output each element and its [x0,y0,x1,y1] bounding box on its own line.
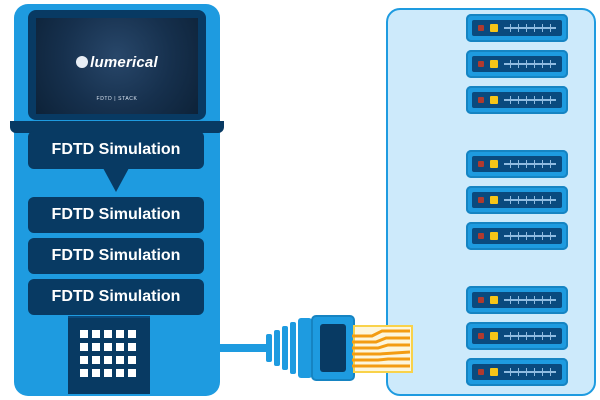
status-led-yellow [490,368,498,376]
laptop-display: lumerical FDTD | STACK [36,18,198,114]
building-window [104,343,112,351]
server-rack-icon [466,86,568,114]
arrow-down-icon [103,168,129,192]
building-window [128,330,136,338]
simulation-job-box: FDTD Simulation [28,238,204,274]
building-window [128,356,136,364]
status-led-yellow [490,332,498,340]
status-led-yellow [490,232,498,240]
brand-name: lumerical [90,54,158,71]
status-led-yellow [490,196,498,204]
logo-globe-icon [76,56,89,68]
status-led-red [478,233,484,239]
simulation-job-box: FDTD Simulation [28,197,204,233]
server-rack-icon [466,150,568,178]
status-led-yellow [490,96,498,104]
building-window [116,356,124,364]
rj45-pin [352,336,410,344]
status-led-yellow [490,160,498,168]
building-window [92,343,100,351]
server-rack-icon [466,222,568,250]
rj45-pin [352,329,410,338]
building-window [128,369,136,377]
rj45-housing-window [320,324,346,372]
building-window [80,369,88,377]
status-led-red [478,369,484,375]
server-rack-icon [466,322,568,350]
status-led-yellow [490,24,498,32]
cable-line [220,344,270,352]
building-window [104,356,112,364]
status-led-red [478,97,484,103]
lumerical-logo: lumerical [36,54,198,71]
status-led-yellow [490,296,498,304]
building-window [80,343,88,351]
status-led-red [478,333,484,339]
cable-boot-ridge [266,334,272,362]
server-rack-icon [466,14,568,42]
rj45-pin [352,343,410,350]
building-window [92,330,100,338]
display-caption: FDTD | STACK [96,96,138,102]
status-led-red [478,25,484,31]
server-rack-icon [466,358,568,386]
laptop-icon: lumerical FDTD | STACK [28,10,206,120]
rj45-pins [352,329,411,368]
building-window [92,369,100,377]
status-led-red [478,197,484,203]
building-window [104,369,112,377]
server-rack-icon [466,286,568,314]
cable-boot-ridge [274,330,280,366]
building-window [92,356,100,364]
cable-boot-ridge [282,326,288,370]
building-window [116,369,124,377]
office-building-icon [68,318,150,394]
building-window [116,330,124,338]
simulation-job-box: FDTD Simulation [28,131,204,169]
laptop-base [10,121,224,133]
status-led-red [478,297,484,303]
cable-boot-ridge [290,322,296,374]
status-led-yellow [490,60,498,68]
status-led-red [478,61,484,67]
server-rack-icon [466,186,568,214]
simulation-job-box: FDTD Simulation [28,279,204,315]
status-led-red [478,161,484,167]
building-window [104,330,112,338]
building-window [80,330,88,338]
cable-boot [298,318,312,378]
rj45-pin [352,357,410,362]
building-window [80,356,88,364]
building-window [128,343,136,351]
building-window [116,343,124,351]
rj45-pin [352,350,411,356]
server-rack-icon [466,50,568,78]
